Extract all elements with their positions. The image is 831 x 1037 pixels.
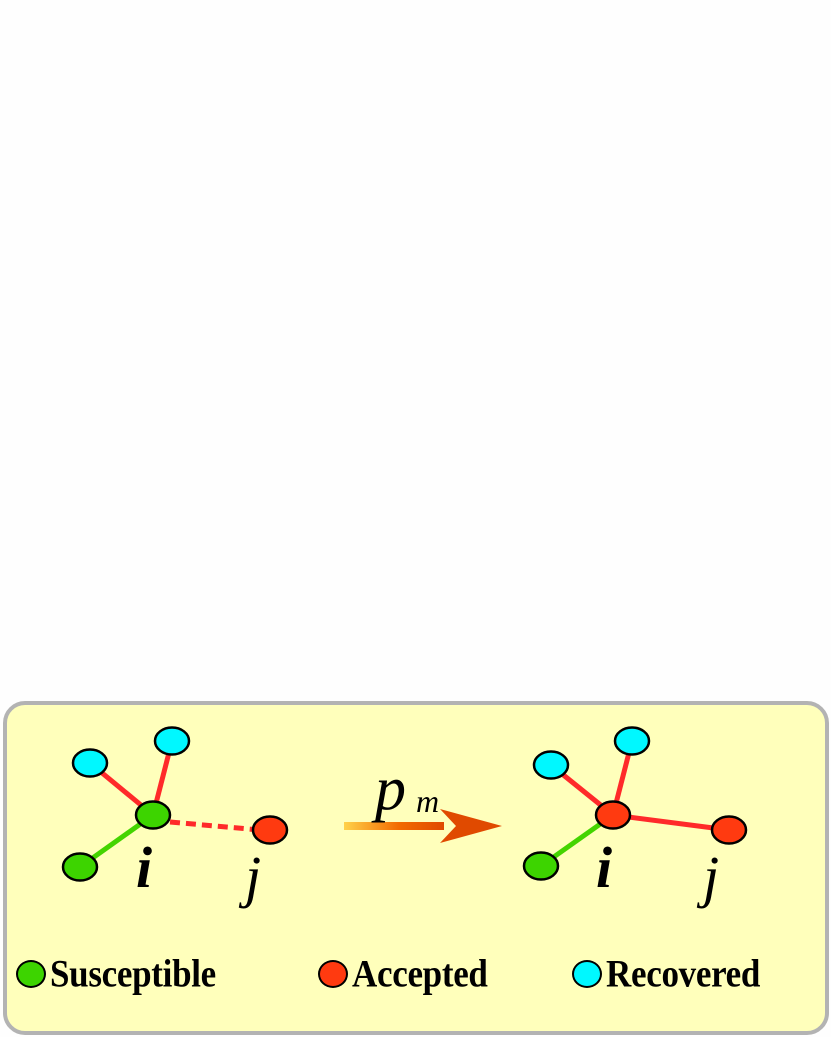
node-recovered-icon bbox=[71, 748, 109, 778]
edge-i-j-dashed bbox=[169, 819, 261, 833]
label-j: j bbox=[238, 844, 261, 909]
label-i: i bbox=[596, 835, 612, 900]
diagram-panel bbox=[3, 701, 829, 1035]
legend-label: Susceptible bbox=[50, 951, 216, 996]
prob-label-m: m bbox=[416, 783, 439, 819]
recovered-dot-icon bbox=[572, 960, 602, 988]
arrow-head-icon bbox=[440, 809, 502, 843]
after-graph: i j bbox=[522, 726, 748, 909]
node-recovered-icon bbox=[153, 726, 191, 756]
node-recovered-icon bbox=[613, 726, 651, 756]
legend-label: Recovered bbox=[606, 951, 761, 996]
node-susceptible-icon bbox=[522, 851, 560, 881]
legend-label: Accepted bbox=[352, 951, 488, 996]
legend-item-recovered: Recovered bbox=[572, 944, 760, 1004]
accepted-dot-icon bbox=[318, 960, 348, 988]
legend-item-accepted: Accepted bbox=[318, 944, 488, 1004]
legend: Susceptible Accepted Recovered bbox=[0, 944, 831, 1004]
label-i: i bbox=[136, 835, 152, 900]
node-recovered-icon bbox=[532, 750, 570, 780]
node-i-accepted-icon bbox=[594, 800, 632, 830]
susceptible-dot-icon bbox=[16, 960, 46, 988]
prob-label-p: p bbox=[371, 755, 406, 823]
label-j: j bbox=[696, 844, 719, 909]
before-graph: i j bbox=[61, 726, 289, 909]
node-susceptible-icon bbox=[61, 852, 99, 882]
node-j-accepted-icon bbox=[251, 815, 289, 845]
edge-i-j-solid bbox=[612, 812, 730, 833]
node-i-susceptible-icon bbox=[134, 800, 172, 830]
legend-item-susceptible: Susceptible bbox=[16, 944, 216, 1004]
node-j-accepted-icon bbox=[710, 815, 748, 845]
transition-arrow: p m bbox=[344, 755, 502, 843]
